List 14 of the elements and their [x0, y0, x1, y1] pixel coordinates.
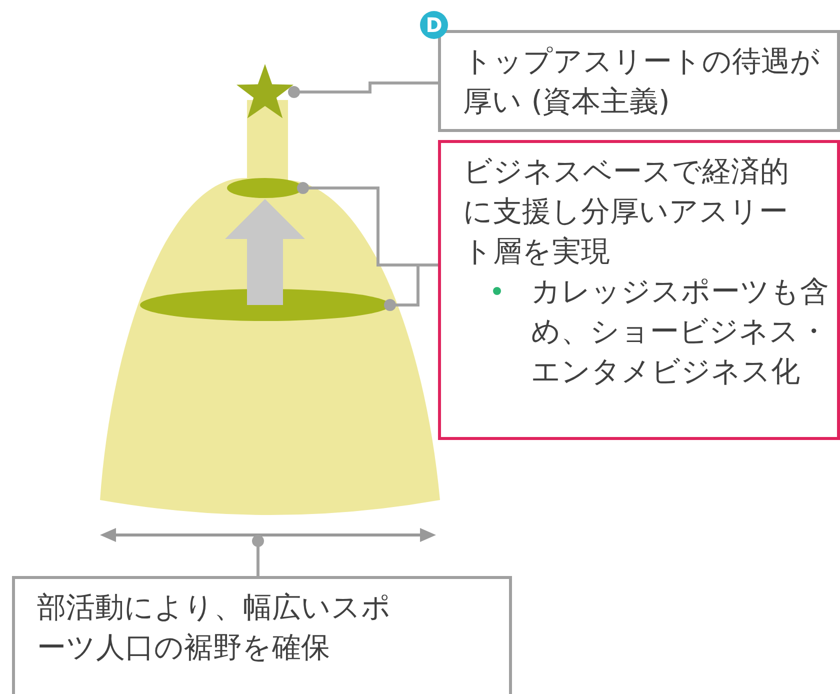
block-arrow [225, 199, 305, 305]
text-box [438, 140, 840, 440]
star [235, 62, 295, 120]
leader-line [384, 264, 438, 311]
box-text: ビジネスベースで経済的に支援し分厚いアスリート層を実現 [463, 153, 790, 270]
letter-badge: D [420, 11, 448, 39]
leader-line [252, 535, 264, 576]
double-arrow [100, 526, 436, 544]
text-box [12, 576, 512, 694]
box-text: 部活動により、幅広いスポーツ人口の裾野を確保 [37, 589, 392, 666]
text-box [438, 30, 840, 132]
box-text: トップアスリートの待遇が厚い (資本主義) [463, 43, 821, 120]
bullet-text: カレッジスポーツも含め、ショービジネス・エンタメビジネス化 [531, 273, 830, 390]
leader-line [288, 82, 438, 98]
